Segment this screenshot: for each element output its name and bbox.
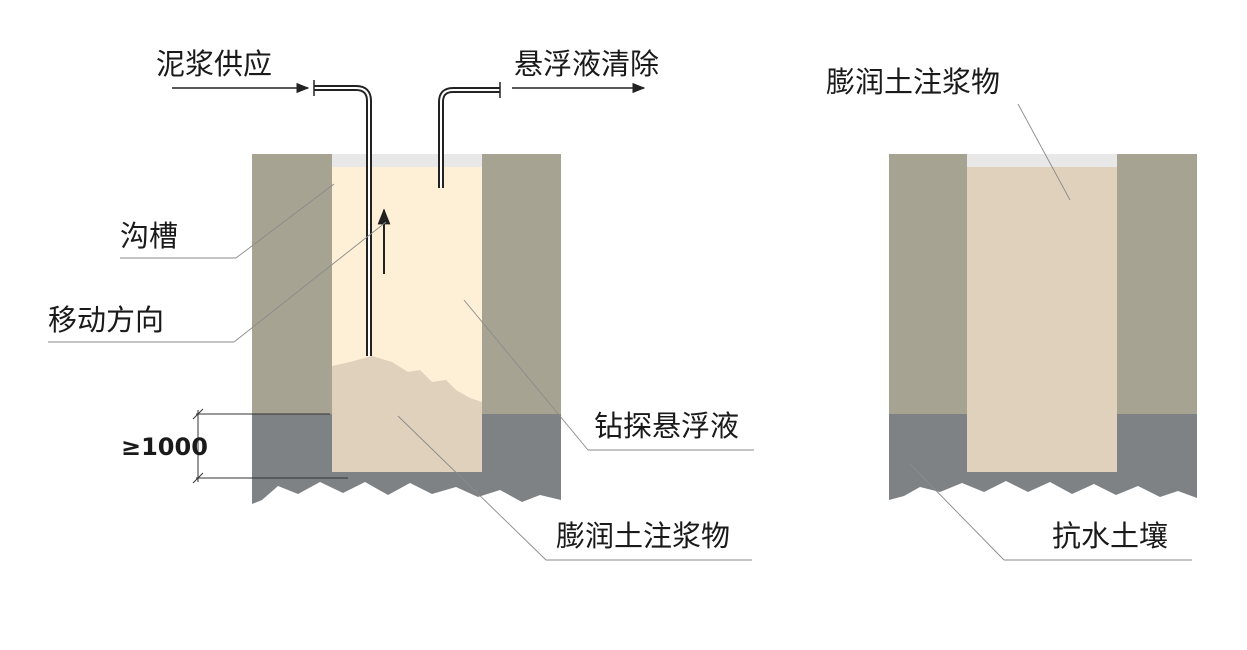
depth-dimension: ≥1000: [121, 408, 348, 484]
right-top-band: [967, 154, 1117, 167]
depth-dimension-label: ≥1000: [121, 433, 208, 461]
right-bentonite-grout-label: 膨润土注浆物: [826, 65, 1000, 99]
right-bentonite-fill: [967, 166, 1117, 472]
left-bentonite-pile: [332, 356, 482, 472]
right-trench-wall-right: [1117, 154, 1197, 416]
suspension-removal-label: 悬浮液清除: [514, 47, 659, 81]
drilling-slurry-label: 钻探悬浮液: [594, 409, 739, 443]
left-trench-wall-left: [252, 154, 332, 416]
left-bentonite-grout-label: 膨润土注浆物: [556, 519, 730, 553]
trench-label: 沟槽: [120, 219, 178, 253]
slurry-supply-label: 泥浆供应: [156, 47, 272, 81]
impermeable-soil-label: 抗水土壤: [1052, 519, 1168, 553]
left-section: ≥1000 泥浆供应 悬浮液清除 沟槽 移动方向 钻探悬浮液 膨润土注浆物: [48, 47, 754, 561]
right-section: 膨润土注浆物 抗水土壤: [826, 65, 1197, 561]
left-top-band: [332, 154, 482, 167]
left-trench-wall-right: [482, 154, 561, 416]
right-trench-wall-left: [889, 154, 967, 416]
movement-direction-label: 移动方向: [48, 303, 164, 337]
